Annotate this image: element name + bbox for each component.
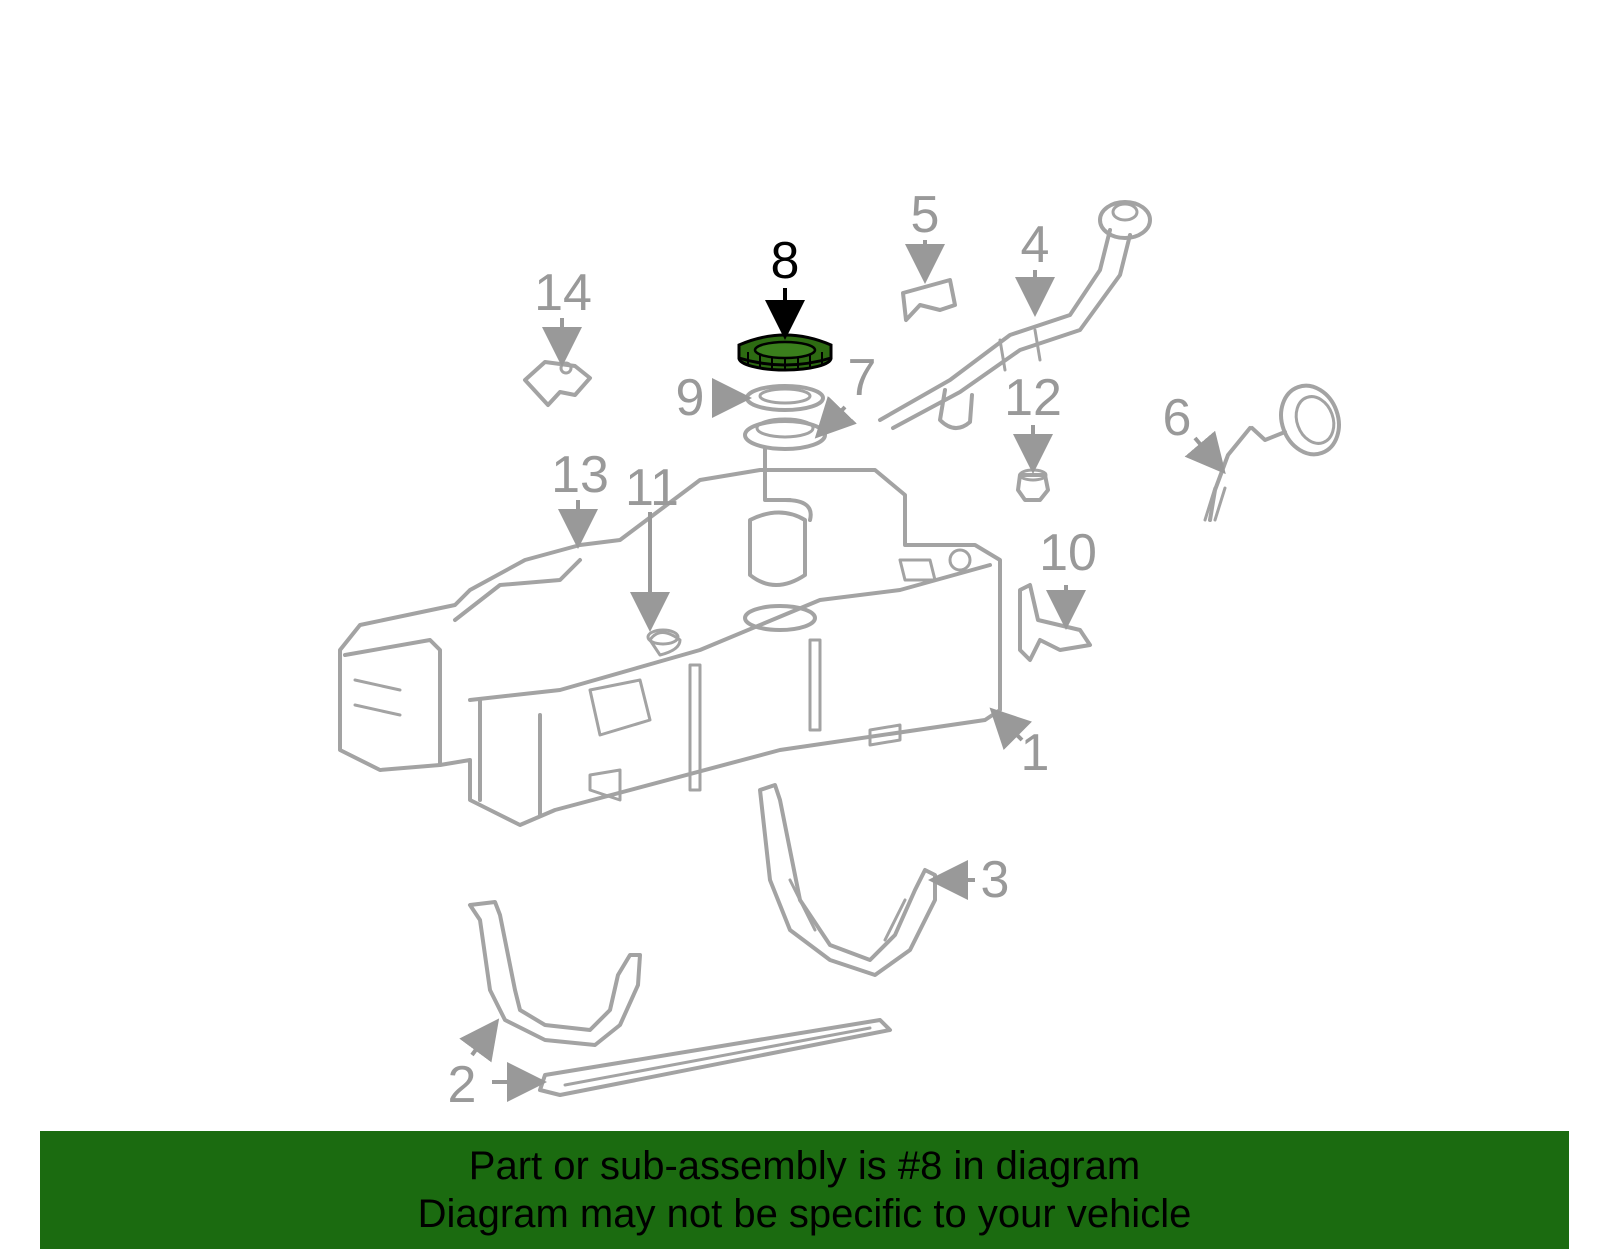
callout-13: 13 (551, 446, 609, 504)
lock-ring-part-8 (737, 333, 833, 372)
callout-arrow-7 (814, 395, 857, 439)
seal-part-9 (745, 384, 825, 412)
callout-arrow-2a (459, 1018, 500, 1063)
callout-arrow-1 (989, 707, 1032, 750)
info-banner: Part or sub-assembly is #8 in diagram Di… (40, 1131, 1569, 1249)
bracket-part-10 (1018, 583, 1092, 662)
callout-6: 6 (1163, 389, 1192, 447)
callout-arrow-6 (1184, 430, 1226, 475)
strap-part-2 (468, 900, 892, 1097)
callout-10: 10 (1039, 524, 1097, 582)
heat-shield-part-5 (901, 278, 957, 322)
callout-2a: 2 (448, 1056, 477, 1114)
fuel-cap-part-6 (1203, 383, 1341, 522)
callout-8: 8 (771, 232, 800, 290)
callout-14: 14 (534, 264, 592, 322)
filler-pipe-part-4 (878, 200, 1152, 430)
banner-line-2: Diagram may not be specific to your vehi… (417, 1192, 1192, 1236)
bracket-part-14 (523, 360, 592, 407)
fuel-pump-module-part-7 (743, 417, 827, 587)
callout-3: 3 (981, 851, 1010, 909)
callout-5: 5 (911, 186, 940, 244)
fuel-tank-part-1 (338, 468, 1002, 827)
strap-part-3 (758, 783, 937, 977)
valve-part-12 (1016, 468, 1050, 502)
callout-12: 12 (1004, 369, 1062, 427)
callout-7: 7 (848, 349, 877, 407)
callout-9: 9 (676, 369, 705, 427)
banner-line-1: Part or sub-assembly is #8 in diagram (468, 1144, 1141, 1188)
callout-11: 11 (625, 459, 679, 517)
callout-4: 4 (1021, 216, 1050, 274)
callout-1: 1 (1021, 724, 1050, 782)
